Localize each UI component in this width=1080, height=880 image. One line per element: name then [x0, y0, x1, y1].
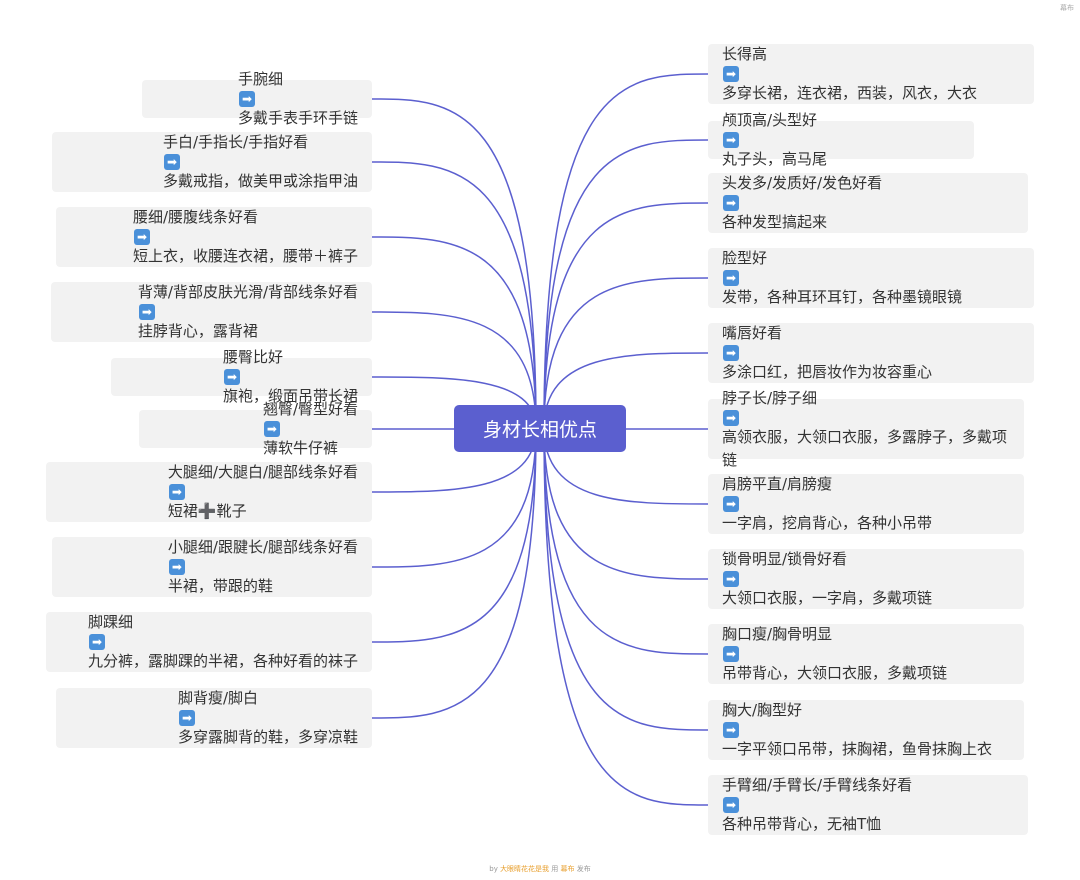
branch-node-back[interactable]: 背薄/背部皮肤光滑/背部线条好看➡挂脖背心，露背裙	[51, 282, 372, 342]
arrow-right-icon: ➡	[163, 154, 180, 170]
connector-line	[543, 427, 709, 731]
branch-node-neck[interactable]: 脖子长/脖子细➡高领衣服，大领口衣服，多露脖子，多戴项链	[708, 389, 1024, 469]
arrow-right-icon: ➡	[178, 710, 195, 726]
branch-node-arms[interactable]: 手臂细/手臂长/手臂线条好看➡各种吊带背心，无袖T恤	[708, 775, 1028, 835]
author-link[interactable]: 大眼睛花花是我	[500, 865, 550, 873]
branch-node-head-shape[interactable]: 颅顶高/头型好➡丸子头，高马尾	[708, 111, 974, 168]
connector-line	[543, 277, 709, 429]
connector-line	[371, 98, 537, 429]
arrow-right-icon: ➡	[88, 634, 105, 650]
arrow-right-icon: ➡	[238, 91, 255, 107]
branch-node-feet[interactable]: 脚背瘦/脚白➡多穿露脚背的鞋，多穿凉鞋	[56, 688, 372, 748]
connector-line	[543, 139, 709, 429]
branch-node-bust[interactable]: 胸大/胸型好➡一字平领口吊带，抹胸裙，鱼骨抹胸上衣	[708, 700, 1024, 760]
branch-node-ankles[interactable]: 脚踝细➡九分裤，露脚踝的半裙，各种好看的袜子	[46, 612, 372, 672]
branch-node-calves[interactable]: 小腿细/跟腱长/腿部线条好看➡半裙，带跟的鞋	[52, 537, 372, 597]
branch-node-waist-hip[interactable]: 腰臀比好➡旗袍，缎面吊带长裙	[111, 348, 372, 405]
arrow-right-icon: ➡	[723, 496, 739, 512]
branch-node-hips[interactable]: 翘臀/臀型好看➡薄软牛仔裤	[139, 400, 372, 457]
arrow-right-icon: ➡	[723, 132, 739, 148]
connector-line	[371, 161, 537, 429]
arrow-right-icon: ➡	[723, 409, 739, 426]
connector-line	[543, 427, 709, 806]
branch-node-shoulders[interactable]: 肩膀平直/肩膀瘦➡一字肩，挖肩背心，各种小吊带	[708, 474, 1024, 534]
plus-icon: ➕	[197, 502, 217, 520]
branch-node-hair[interactable]: 头发多/发质好/发色好看➡各种发型搞起来	[708, 173, 1028, 233]
branch-node-height[interactable]: 长得高➡多穿长裙，连衣裙，西装，风衣，大衣	[708, 44, 1034, 104]
branch-node-chest-bone[interactable]: 胸口瘦/胸骨明显➡吊带背心，大领口衣服，多戴项链	[708, 624, 1024, 684]
arrow-right-icon: ➡	[723, 797, 739, 813]
arrow-right-icon: ➡	[723, 646, 739, 662]
arrow-right-icon: ➡	[723, 195, 739, 211]
central-topic-label: 身材长相优点	[482, 419, 597, 441]
connector-line	[543, 427, 709, 655]
watermark-label: 幕布	[1060, 4, 1074, 12]
arrow-right-icon: ➡	[723, 270, 739, 286]
connector-line	[543, 427, 709, 505]
connector-line	[543, 202, 709, 429]
branch-node-waist[interactable]: 腰细/腰腹线条好看➡短上衣，收腰连衣裙，腰带＋裤子	[56, 207, 372, 267]
connector-line	[371, 311, 537, 429]
arrow-right-icon: ➡	[138, 304, 155, 320]
app-link[interactable]: 幕布	[560, 865, 575, 873]
central-topic[interactable]: 身材长相优点	[454, 405, 626, 452]
arrow-right-icon: ➡	[723, 571, 739, 587]
arrow-right-icon: ➡	[723, 722, 739, 738]
arrow-right-icon: ➡	[133, 229, 150, 245]
branch-node-lips[interactable]: 嘴唇好看➡多涂口红，把唇妆作为妆容重心	[708, 323, 1034, 383]
connector-line	[371, 236, 537, 429]
footer-credit: by 大眼睛花花是我 用 幕布 发布	[489, 865, 591, 873]
connector-line	[543, 352, 709, 429]
arrow-right-icon: ➡	[723, 345, 739, 361]
arrow-right-icon: ➡	[223, 369, 240, 385]
branch-node-thighs[interactable]: 大腿细/大腿白/腿部线条好看➡短裙➕靴子	[46, 462, 372, 522]
arrow-right-icon: ➡	[168, 559, 185, 575]
branch-node-fingers[interactable]: 手白/手指长/手指好看➡多戴戒指，做美甲或涂指甲油	[52, 132, 372, 192]
arrow-right-icon: ➡	[263, 421, 280, 437]
branch-node-collarbone[interactable]: 锁骨明显/锁骨好看➡大领口衣服，一字肩，多戴项链	[708, 549, 1024, 609]
connector-line	[371, 427, 537, 719]
branch-node-wrist[interactable]: 手腕细➡多戴手表手环手链	[142, 70, 372, 127]
connector-line	[543, 427, 709, 580]
arrow-right-icon: ➡	[723, 66, 739, 82]
arrow-right-icon: ➡	[168, 484, 185, 500]
connector-line	[371, 427, 537, 643]
branch-node-face[interactable]: 脸型好➡发带，各种耳环耳钉，各种墨镜眼镜	[708, 248, 1034, 308]
connector-line	[543, 73, 709, 429]
connector-line	[371, 427, 537, 568]
